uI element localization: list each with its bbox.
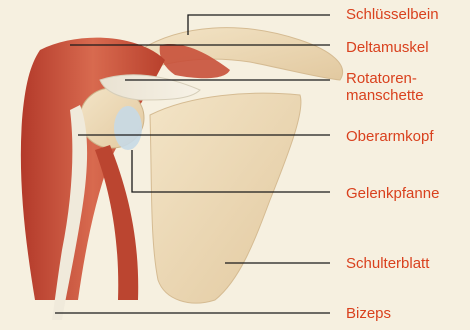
scapula-shape [150,93,301,303]
label-deltoid: Deltamuskel [346,39,429,56]
label-clavicle: Schlüsselbein [346,6,439,23]
label-scapula: Schulterblatt [346,255,429,272]
label-humeral-head: Oberarmkopf [346,128,434,145]
label-rotator-cuff-line1: Rotatoren- [346,70,417,87]
label-glenoid: Gelenkpfanne [346,185,439,202]
label-biceps: Bizeps [346,305,391,322]
label-rotator-cuff-line2: manschette [346,87,424,104]
glenoid-cartilage [114,106,142,150]
